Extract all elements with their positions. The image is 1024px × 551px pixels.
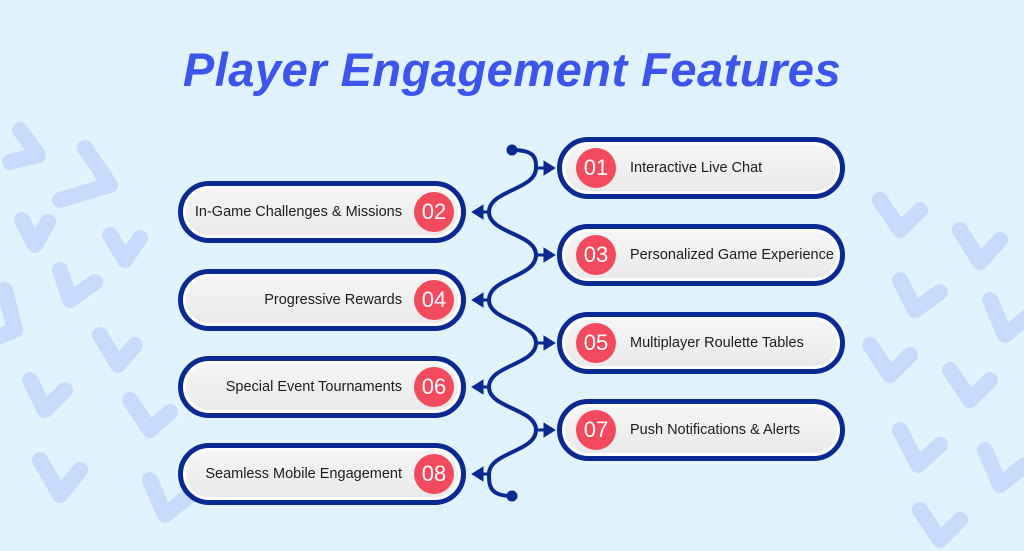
feature-card-01: 01 Interactive Live Chat xyxy=(557,137,845,199)
arrow-left-icon xyxy=(471,292,489,308)
number-badge: 06 xyxy=(414,367,454,407)
number-badge: 05 xyxy=(576,323,616,363)
arrow-right-icon xyxy=(536,247,556,263)
feature-label: Progressive Rewards xyxy=(264,291,402,308)
feature-label: In-Game Challenges & Missions xyxy=(194,203,402,220)
number-badge: 08 xyxy=(414,454,454,494)
arrow-left-icon xyxy=(471,379,489,395)
feature-label: Seamless Mobile Engagement xyxy=(205,465,402,482)
feature-card-06: 06 Special Event Tournaments xyxy=(178,356,466,418)
feature-label: Special Event Tournaments xyxy=(225,378,402,395)
feature-label: Push Notifications & Alerts xyxy=(630,421,801,438)
feature-label: Interactive Live Chat xyxy=(630,159,763,176)
number-badge: 04 xyxy=(414,280,454,320)
feature-label: Multiplayer Roulette Tables xyxy=(630,334,804,351)
wavy-connector-line xyxy=(486,148,539,498)
feature-card-04: 04 Progressive Rewards xyxy=(178,269,466,331)
feature-card-02: 02 In-Game Challenges & Missions xyxy=(178,181,466,243)
number-badge: 03 xyxy=(576,235,616,275)
number-badge: 01 xyxy=(576,148,616,188)
page-title: Player Engagement Features xyxy=(182,43,842,96)
feature-card-03: 03 Personalized Game Experience xyxy=(557,224,845,286)
feature-card-07: 07 Push Notifications & Alerts xyxy=(557,399,845,461)
arrow-right-icon xyxy=(536,422,556,438)
arrow-left-icon xyxy=(471,204,489,220)
arrow-right-icon xyxy=(536,160,556,176)
feature-card-08: 08 Seamless Mobile Engagement xyxy=(178,443,466,505)
end-dot xyxy=(506,490,518,502)
start-dot xyxy=(506,144,518,156)
feature-label: Personalized Game Experience xyxy=(630,246,834,263)
feature-card-05: 05 Multiplayer Roulette Tables xyxy=(557,312,845,374)
arrow-right-icon xyxy=(536,335,556,351)
number-badge: 07 xyxy=(576,410,616,450)
number-badge: 02 xyxy=(414,192,454,232)
arrow-left-icon xyxy=(471,466,489,482)
